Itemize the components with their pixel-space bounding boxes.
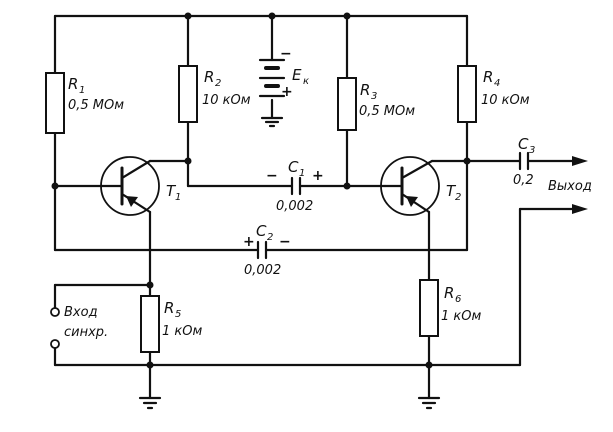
output: Выход (548, 156, 592, 214)
r5-sub: 5 (175, 309, 181, 320)
t2-name: T (446, 182, 457, 200)
r3-value: 0,5 МОм (359, 104, 415, 119)
resistor-r4: R 4 10 кОм (457, 65, 530, 123)
wires (53, 14, 574, 400)
ek-plus-sign: + (281, 84, 293, 100)
r3-name: R (360, 81, 370, 99)
r3-sub: 3 (371, 91, 377, 102)
c2-name: C (256, 222, 267, 240)
input-label-line1: Вход (64, 305, 98, 320)
r6-value: 1 кОм (441, 309, 481, 324)
ground-right (417, 396, 441, 410)
resistor-r3: R 3 0,5 МОм (337, 77, 415, 131)
r5-name: R (164, 299, 174, 317)
c2-plus-sign: + (243, 234, 255, 250)
ek-name: E (292, 66, 302, 84)
resistor-r6: R 6 1 кОм (419, 279, 481, 337)
r2-name: R (204, 68, 214, 86)
r1-name: R (68, 75, 78, 93)
ek-minus-sign: − (280, 46, 292, 62)
transistor-t2: T 2 (380, 156, 461, 216)
c2-minus-sign: − (279, 234, 291, 250)
t2-sub: 2 (455, 192, 461, 203)
c3-sub: 3 (529, 145, 535, 156)
resistor-r5: R 5 1 кОм (140, 295, 202, 353)
c3-name: C (518, 135, 529, 153)
c1-name: C (288, 158, 299, 176)
junctions (51, 12, 471, 369)
c1-sub: 1 (299, 168, 305, 179)
capacitor-c1: C 1 − + 0,002 (266, 158, 324, 214)
resistor-r2: R 2 10 кОм (178, 65, 251, 123)
r2-sub: 2 (215, 78, 221, 89)
c2-sub: 2 (267, 232, 273, 243)
r1-sub: 1 (79, 85, 85, 96)
r5-value: 1 кОм (162, 324, 202, 339)
r4-sub: 4 (494, 78, 500, 89)
output-label: Выход (548, 179, 592, 194)
input-label-line2: синхр. (64, 325, 108, 340)
r4-value: 10 кОм (481, 93, 530, 108)
r4-name: R (483, 68, 493, 86)
battery-ek: − + E к (258, 46, 309, 128)
r2-value: 10 кОм (202, 93, 251, 108)
c1-value: 0,002 (276, 199, 313, 214)
r6-sub: 6 (455, 294, 461, 305)
ground-left (138, 396, 162, 410)
r1-value: 0,5 МОм (68, 98, 124, 113)
c3-value: 0,2 (513, 173, 534, 188)
resistor-r1: R 1 0,5 МОм (45, 72, 124, 134)
capacitor-c3: C 3 0,2 (513, 135, 535, 188)
t1-sub: 1 (175, 192, 181, 203)
capacitor-c2: C 2 + − 0,002 (243, 222, 291, 278)
transistor-t1: T 1 (100, 156, 181, 216)
c1-minus-sign: − (266, 168, 278, 184)
c2-value: 0,002 (244, 263, 281, 278)
sync-input: Вход синхр. (50, 305, 108, 349)
c1-plus-sign: + (312, 168, 324, 184)
t1-name: T (166, 182, 177, 200)
ek-sub: к (303, 76, 309, 87)
r6-name: R (444, 284, 454, 302)
